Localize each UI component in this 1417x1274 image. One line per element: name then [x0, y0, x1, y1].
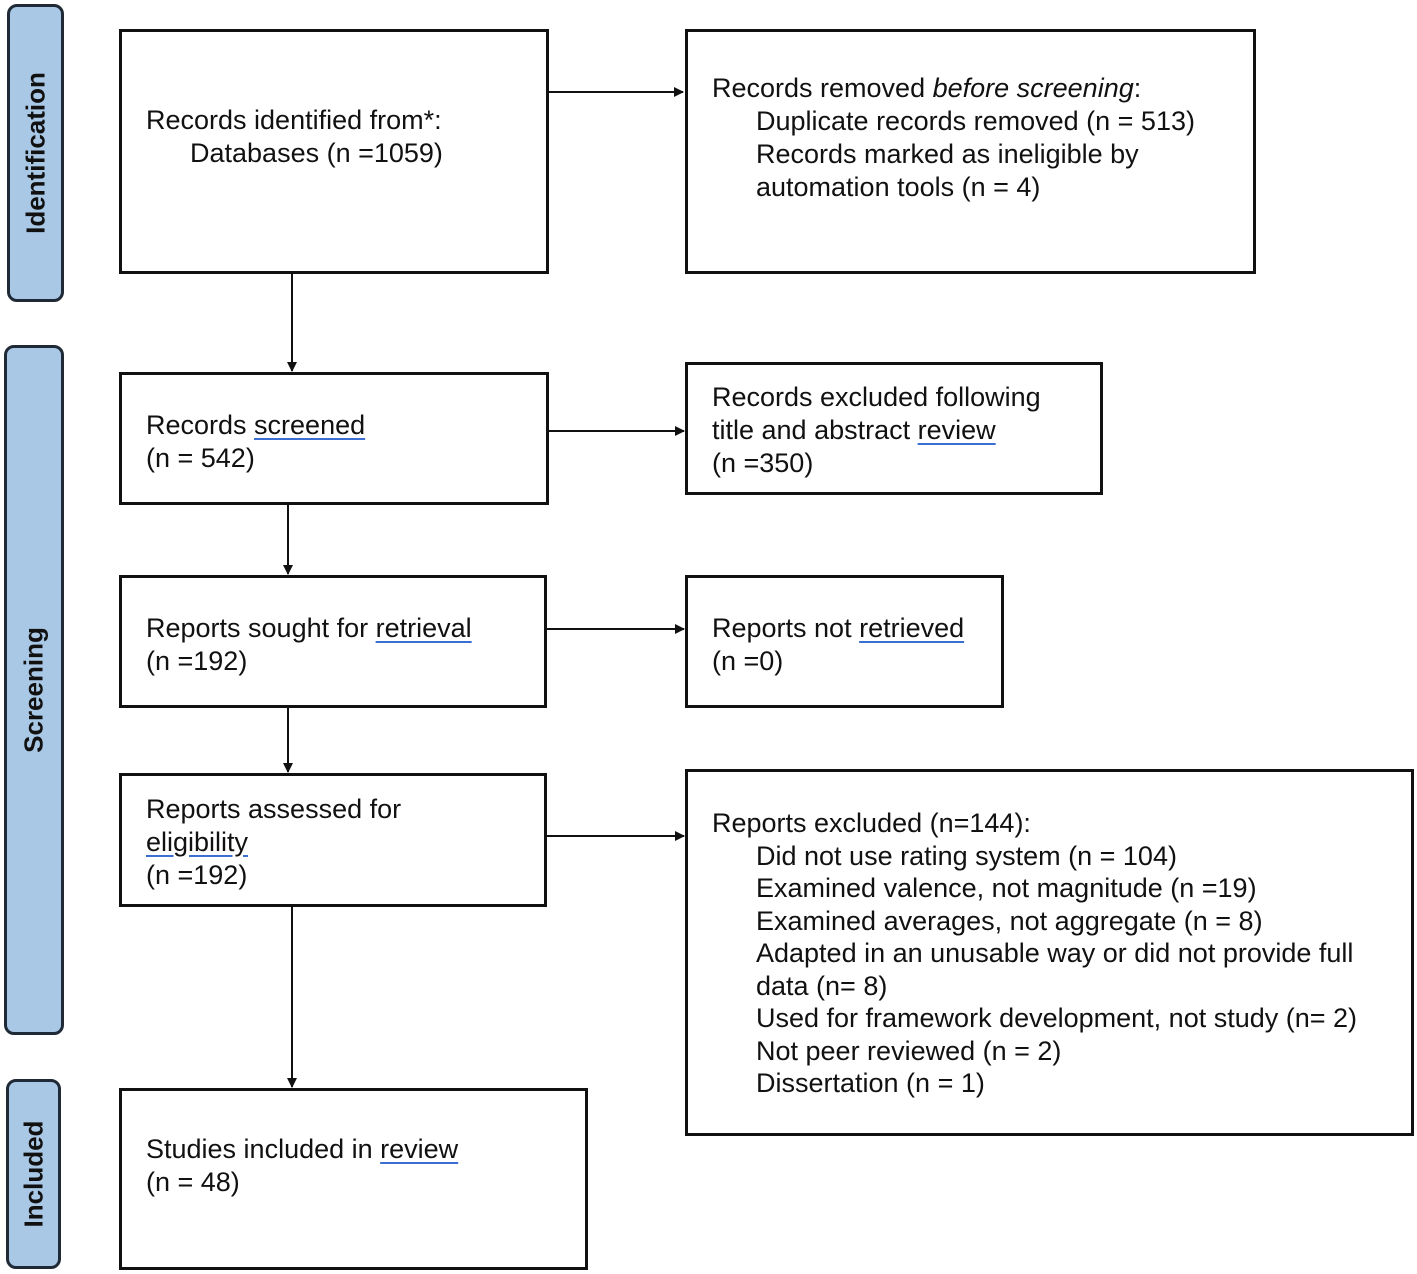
reports-excluded-item: Adapted in an unusable way or did not pr…	[756, 938, 1354, 968]
box-records-identified: Records identified from*: Databases (n =…	[119, 29, 549, 274]
studies-included-title: Studies included in review	[146, 1133, 585, 1166]
records-excluded-line2: title and abstract review	[712, 414, 1100, 447]
reports-not-retrieved-title-prefix: Reports not	[712, 613, 860, 643]
records-identified-title: Records identified from*:	[146, 105, 442, 135]
studies-included-count: (n = 48)	[146, 1167, 240, 1197]
reports-excluded-item: Examined averages, not aggregate (n = 8)	[756, 905, 1263, 936]
box-reports-not-retrieved: Reports not retrieved (n =0)	[685, 575, 1004, 708]
reports-sought-title-prefix: Reports sought for	[146, 613, 376, 643]
records-screened-count: (n = 542)	[146, 443, 255, 473]
reports-excluded-item: Examined valence, not magnitude (n =19)	[756, 873, 1257, 903]
records-removed-item: Records marked as ineligible by	[756, 139, 1139, 169]
records-excluded-line1: Records excluded following	[712, 382, 1041, 412]
reports-assessed-line2-underlined: eligibility	[146, 827, 249, 857]
box-reports-assessed: Reports assessed for eligibility (n =192…	[119, 773, 547, 907]
reports-excluded-item: Used for framework development, not stud…	[756, 1003, 1358, 1033]
box-reports-excluded: Reports excluded (n=144): Did not use ra…	[685, 769, 1414, 1136]
records-excluded-line2-prefix: title and abstract	[712, 415, 918, 445]
records-excluded-line2-underlined: review	[917, 415, 996, 445]
reports-excluded-title: Reports excluded (n=144):	[712, 808, 1031, 838]
box-studies-included: Studies included in review (n = 48)	[119, 1088, 588, 1270]
records-excluded-count: (n =350)	[712, 448, 814, 478]
records-screened-title: Records screened	[146, 409, 546, 442]
reports-assessed-line2: eligibility	[146, 826, 544, 859]
reports-not-retrieved-count: (n =0)	[712, 646, 784, 676]
records-removed-title-italic: before screening	[932, 73, 1134, 103]
box-records-screened: Records screened (n = 542)	[119, 372, 549, 505]
reports-excluded-item: Did not use rating system (n = 104)	[756, 840, 1177, 871]
stage-included: Included	[6, 1079, 61, 1269]
records-removed-title-prefix: Records removed	[712, 73, 933, 103]
records-removed-item: automation tools (n = 4)	[756, 172, 1041, 202]
reports-assessed-count: (n =192)	[146, 860, 248, 890]
reports-excluded-item: Not peer reviewed (n = 2)	[756, 1035, 1062, 1066]
reports-sought-count: (n =192)	[146, 646, 248, 676]
reports-sought-title: Reports sought for retrieval	[146, 612, 544, 645]
records-removed-title-suffix: :	[1133, 73, 1142, 103]
stage-identification: Identification	[7, 4, 64, 302]
box-reports-sought: Reports sought for retrieval (n =192)	[119, 575, 547, 708]
records-screened-title-underlined: screened	[254, 410, 366, 440]
studies-included-title-prefix: Studies included in	[146, 1134, 381, 1164]
records-removed-item: Duplicate records removed (n = 513)	[756, 106, 1195, 136]
box-records-excluded: Records excluded following title and abs…	[685, 362, 1103, 495]
reports-sought-title-underlined: retrieval	[375, 613, 472, 643]
reports-not-retrieved-title-underlined: retrieved	[859, 613, 965, 643]
reports-assessed-line1: Reports assessed for	[146, 794, 402, 824]
reports-not-retrieved-title: Reports not retrieved	[712, 612, 1001, 645]
records-screened-title-prefix: Records	[146, 410, 255, 440]
reports-excluded-item: Dissertation (n = 1)	[756, 1068, 985, 1098]
box-records-removed: Records removed before screening: Duplic…	[685, 29, 1256, 274]
stage-screening: Screening	[4, 345, 64, 1035]
records-removed-title: Records removed before screening:	[712, 72, 1253, 105]
reports-excluded-item: data (n= 8)	[756, 970, 888, 1001]
studies-included-title-underlined: review	[380, 1134, 459, 1164]
records-identified-databases: Databases (n =1059)	[190, 138, 443, 168]
